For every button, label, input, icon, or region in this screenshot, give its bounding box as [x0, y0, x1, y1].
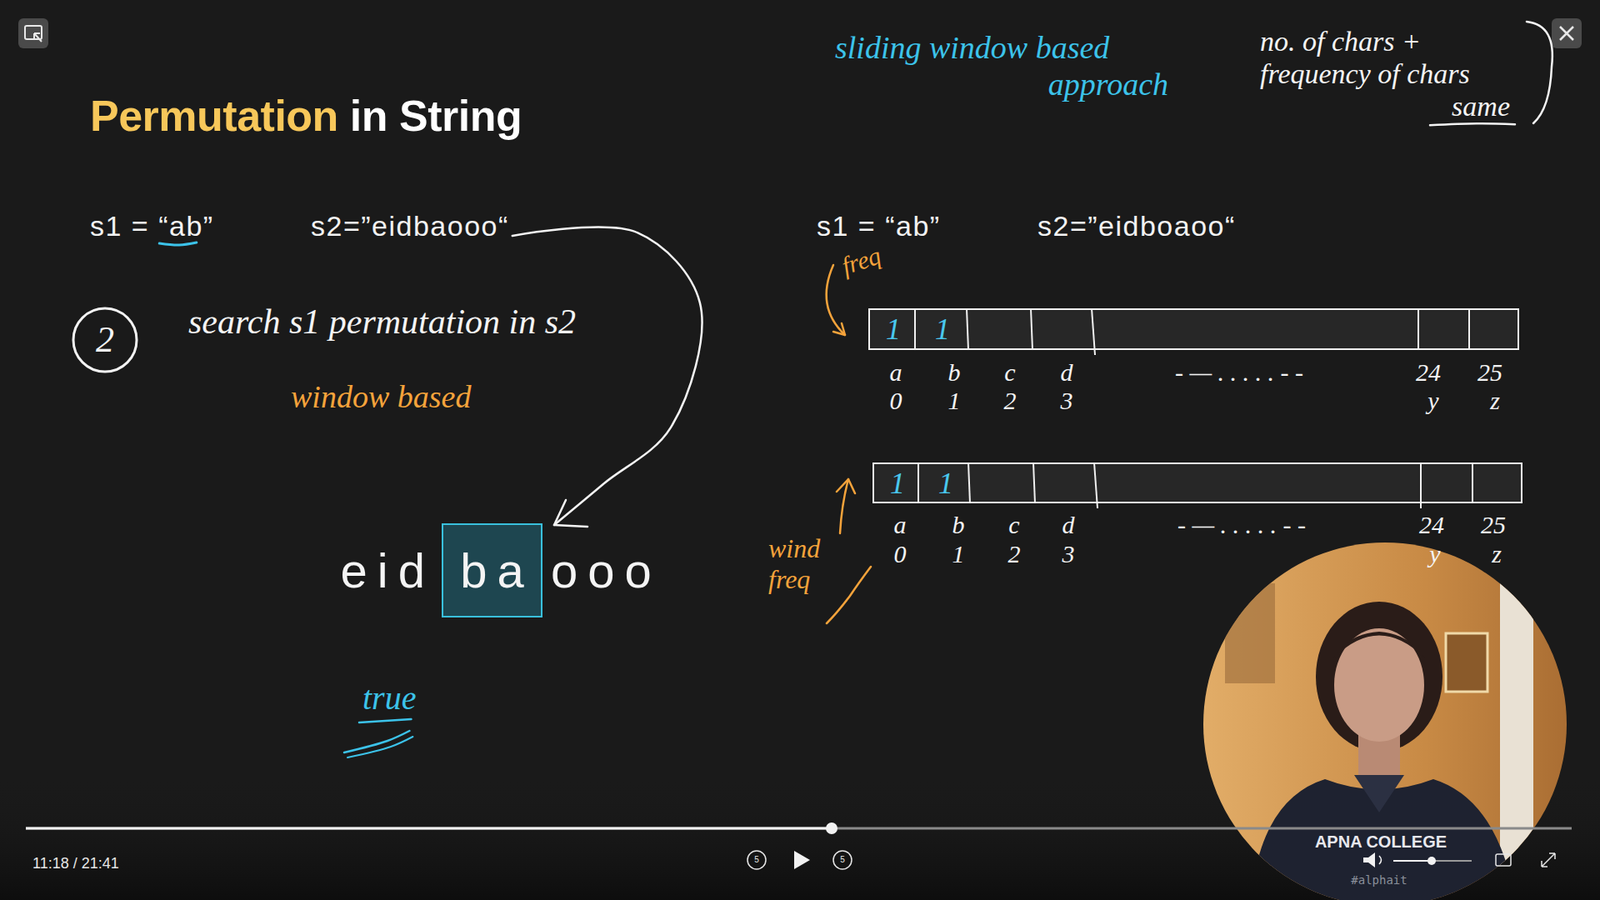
- arrow-head: [554, 500, 588, 527]
- window-freq-array: 11: [872, 462, 1523, 504]
- array-letter: d: [1060, 358, 1074, 388]
- cell-value: 1: [935, 314, 950, 345]
- freq-arrow: [826, 265, 845, 335]
- array-index: z: [1491, 540, 1502, 570]
- node-text: ba: [450, 546, 535, 595]
- underline: [359, 719, 411, 723]
- skip-seconds: 5: [840, 855, 845, 865]
- array-name: wind freq: [768, 533, 844, 595]
- array-index: y: [1427, 386, 1439, 416]
- array-letter: 24: [1419, 510, 1445, 540]
- watermark: #alphait: [1350, 873, 1407, 887]
- underline: [347, 736, 413, 758]
- result-note: true: [362, 679, 416, 718]
- title: Permutation in String: [90, 90, 522, 142]
- skip-seconds: 5: [754, 855, 760, 865]
- array-letter: 24: [1415, 358, 1441, 388]
- array-letter: - — . . . . . - -: [1177, 510, 1306, 540]
- string-chars: ooo: [550, 542, 662, 599]
- step-note: search s1 permutation in s2: [188, 301, 576, 342]
- array-letter: 25: [1477, 358, 1503, 388]
- circle-stroke: [73, 308, 137, 372]
- watermark: APNA COLLEGE: [1315, 832, 1447, 852]
- array-letter: - — . . . . . - -: [1175, 358, 1304, 388]
- curved-arrow: [512, 227, 703, 525]
- array-index: 2: [1008, 540, 1021, 570]
- freq-array: 11: [868, 308, 1520, 350]
- array-index: 1: [952, 540, 965, 570]
- array-name: freq: [838, 241, 885, 281]
- array-letter: 25: [1480, 510, 1506, 540]
- cell-value: 1: [890, 468, 905, 499]
- array-index: 2: [1004, 386, 1017, 416]
- bracket: [1526, 21, 1553, 124]
- presenter-video: [1200, 541, 1575, 900]
- freq-array-cells: [868, 308, 1520, 355]
- array-letter: a: [890, 358, 903, 388]
- input-string: s1 = “ab”: [90, 210, 215, 243]
- close-icon: [1551, 18, 1582, 49]
- array-index: 3: [1062, 540, 1075, 570]
- underline: [159, 242, 197, 245]
- array-index: 1: [948, 386, 961, 416]
- window-box: ba: [441, 523, 543, 618]
- array-index: 3: [1060, 386, 1074, 416]
- array-letter: a: [894, 510, 907, 540]
- corner-icon: [18, 18, 49, 49]
- node-text: 2: [95, 321, 115, 359]
- array-letter: d: [1062, 510, 1075, 540]
- underline: [344, 730, 410, 753]
- input-string: s1 = “ab”: [816, 210, 941, 243]
- array-letter: b: [952, 510, 965, 540]
- array-index: 0: [894, 540, 907, 570]
- cell-value: 1: [885, 314, 901, 345]
- step-circle: 2: [71, 306, 139, 374]
- array-letter: c: [1008, 510, 1020, 540]
- window-array-cells: [872, 462, 1523, 509]
- cell-value: 1: [938, 468, 954, 499]
- array-letter: c: [1004, 358, 1015, 388]
- array-index: 0: [890, 386, 903, 416]
- input-string: s2=”eidbaooo“: [310, 210, 510, 243]
- player-controls: [25, 822, 1572, 870]
- input-string: s2=”eidboaoo“: [1037, 210, 1236, 243]
- video-time: 11:18 / 21:41: [32, 855, 120, 873]
- method-note: window based: [290, 379, 471, 416]
- string-chars: eid: [340, 542, 435, 599]
- array-index: y: [1429, 540, 1440, 570]
- condition-note: no. of chars + frequency of chars same: [1260, 25, 1510, 123]
- array-index: z: [1490, 386, 1500, 416]
- wind-freq-arrow: [826, 479, 871, 624]
- heading-note: sliding window based approach: [835, 30, 1169, 103]
- underline: [1430, 123, 1515, 125]
- array-letter: b: [948, 358, 961, 388]
